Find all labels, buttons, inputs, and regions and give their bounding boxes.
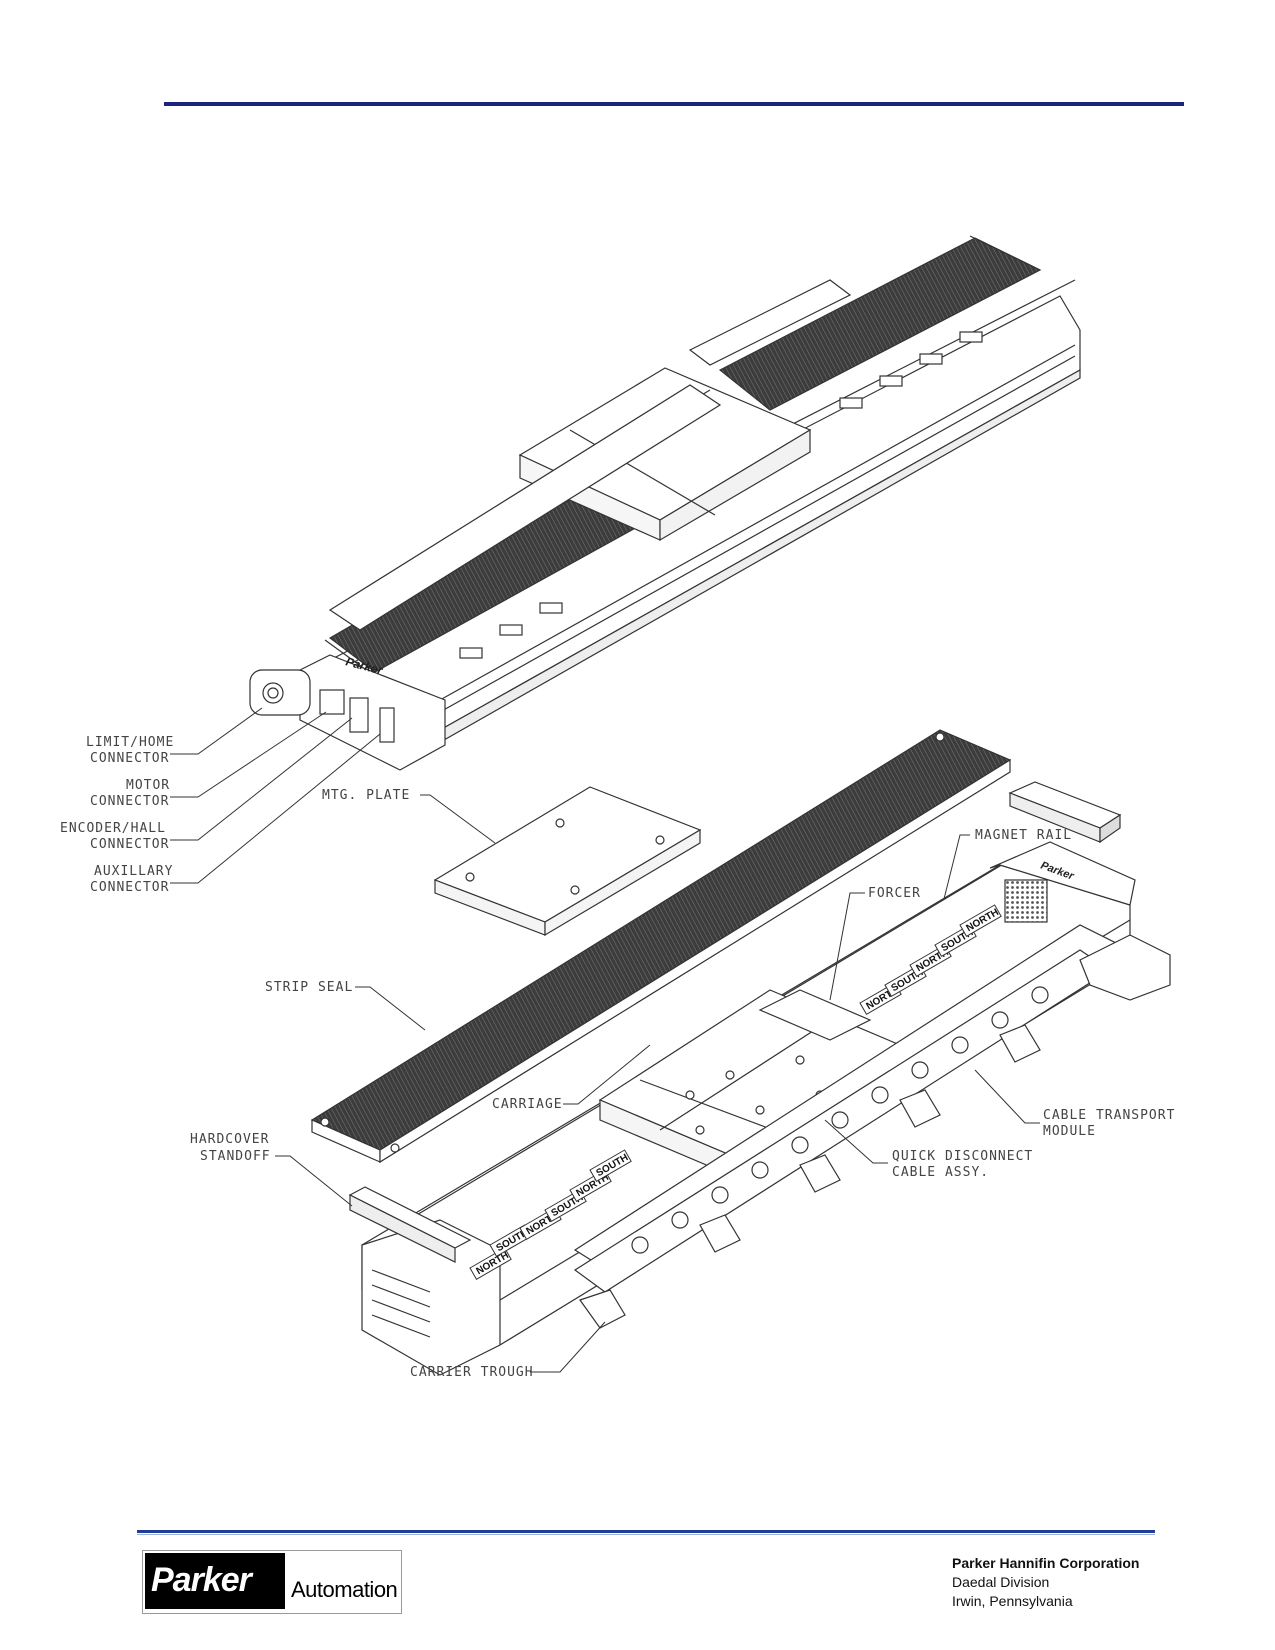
- strip-seal-exploded: [310, 729, 1012, 1164]
- parker-automation-logo: Parker Automation: [142, 1550, 402, 1614]
- label-strip-seal: STRIP SEAL: [265, 980, 353, 995]
- label-cable-transport-2: MODULE: [1043, 1124, 1096, 1139]
- label-limit-home-1: LIMIT/HOME: [86, 735, 174, 750]
- label-encoder-hall-2: CONNECTOR: [90, 837, 169, 852]
- label-auxillary-2: CONNECTOR: [90, 880, 169, 895]
- end-bracket: [1008, 781, 1122, 844]
- cable-transport-chain: [573, 924, 1171, 1329]
- label-carriage: CARRIAGE: [492, 1097, 563, 1112]
- label-mtg-plate: MTG. PLATE: [322, 788, 410, 803]
- logo-word: Parker: [151, 1561, 252, 1599]
- label-auxillary-1: AUXILLARY: [94, 864, 173, 879]
- top-cable-chain: [328, 279, 852, 631]
- corporate-address: Parker Hannifin Corporation Daedal Divis…: [952, 1554, 1139, 1611]
- label-hardcover-2: STANDOFF: [200, 1149, 271, 1164]
- callout-cable-transport: [974, 1069, 1040, 1124]
- header-rule: [164, 102, 1184, 106]
- assembled-actuator: Parker: [249, 235, 1081, 771]
- connector-callouts: [170, 707, 381, 884]
- label-encoder-hall-1: ENCODER/HALL: [60, 821, 166, 836]
- label-quick-disconnect-2: CABLE ASSY.: [892, 1165, 989, 1180]
- label-cable-transport-1: CABLE TRANSPORT: [1043, 1108, 1175, 1123]
- label-carrier-trough: CARRIER TROUGH: [410, 1365, 534, 1380]
- callout-strip-seal: [355, 986, 426, 1031]
- callout-carriage: [563, 1044, 651, 1105]
- label-forcer: FORCER: [868, 886, 921, 901]
- top-end-cap: [299, 654, 446, 771]
- label-motor-2: CONNECTOR: [90, 794, 169, 809]
- callout-forcer: [829, 892, 865, 1001]
- label-magnet-rail: MAGNET RAIL: [975, 828, 1072, 843]
- footer-rule-shadow: [137, 1534, 1155, 1535]
- company-name: Parker Hannifin Corporation: [952, 1555, 1140, 1571]
- callout-mtg-plate: [420, 794, 496, 844]
- mounting-plate: [433, 786, 702, 937]
- logo-suffix: Automation: [291, 1577, 398, 1602]
- callout-magnet-rail: [939, 834, 970, 916]
- label-motor-1: MOTOR: [126, 778, 170, 793]
- location: Irwin, Pennsylvania: [952, 1593, 1073, 1609]
- footer-rule: [137, 1530, 1155, 1533]
- callout-quick-disconnect: [824, 1119, 888, 1164]
- callout-carrier-trough: [530, 1321, 606, 1373]
- label-quick-disconnect-1: QUICK DISCONNECT: [892, 1149, 1033, 1164]
- division-name: Daedal Division: [952, 1574, 1050, 1590]
- label-limit-home-2: CONNECTOR: [90, 751, 169, 766]
- callout-hardcover: [275, 1155, 353, 1207]
- logo-block: Parker: [145, 1553, 285, 1609]
- magnet-rail: NORTH SOUTH NORTH SOUTH NORTH SOUTH NORT…: [469, 904, 1002, 1280]
- label-hardcover-1: HARDCOVER: [190, 1132, 269, 1147]
